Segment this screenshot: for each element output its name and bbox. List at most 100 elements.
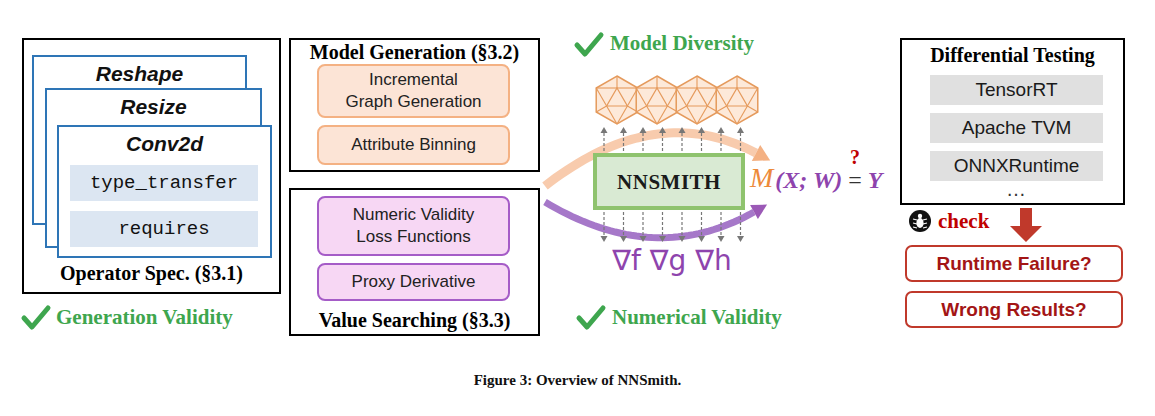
bug-type-box: Runtime Failure?: [905, 245, 1123, 282]
model-icon-face: [607, 88, 628, 106]
dashed-arrow: [623, 132, 624, 151]
model-icon-edge: [596, 106, 606, 112]
box-label: Proxy Derivative: [352, 271, 476, 293]
box-label: Resize: [120, 95, 187, 119]
model-icon-edge: [676, 88, 686, 106]
model-icon-edge: [687, 106, 697, 124]
technique-box: Proxy Derivative: [317, 263, 510, 301]
model-icon-edge: [596, 88, 606, 106]
stage-panel: Model Generation (§3.2) Incremental Graph…: [289, 38, 540, 172]
panel-title: Differential Testing: [930, 44, 1095, 66]
backend-box: TensorRT: [930, 75, 1103, 105]
box-label: TensorRT: [975, 79, 1057, 101]
check-label: check: [938, 209, 989, 234]
arrow-head: [750, 205, 767, 219]
dashed-arrow: [642, 212, 643, 236]
stage-panel: Value Searching (§3.3)Numeric Validity L…: [289, 188, 540, 336]
model-icon-edge: [696, 76, 697, 88]
model-icon-outline: [716, 76, 758, 124]
arrow-head: [698, 236, 705, 242]
box-label: ONNXRuntime: [954, 155, 1080, 177]
property-label: Generation Validity: [56, 305, 233, 330]
model-icon: [676, 76, 718, 124]
model-icon-edge: [636, 87, 657, 88]
panel-title: Operator Spec. (§3.1): [60, 262, 243, 284]
dashed-arrow: [701, 212, 702, 236]
dashed-arrow: [603, 132, 604, 151]
model-icon-edge: [716, 106, 726, 112]
technique-box: Attribute Binning: [317, 125, 510, 165]
model-icon: [596, 76, 638, 124]
model-icon-edge: [737, 106, 747, 124]
dashed-arrow: [662, 132, 663, 151]
model-icon-edge: [617, 106, 627, 124]
property-label: Model Diversity: [610, 31, 754, 56]
dashed-arrow: [642, 132, 643, 151]
bug-type-box: Wrong Results?: [905, 291, 1123, 328]
arrow-head: [679, 127, 686, 133]
spec-field: requires: [70, 211, 258, 247]
model-icon-edge: [647, 106, 657, 124]
backend-box: Apache TVM: [930, 113, 1103, 143]
formula-symbol: =: [848, 168, 862, 192]
model-icon-edge: [617, 87, 638, 88]
arrow-head: [718, 127, 725, 133]
box-label: Wrong Results?: [941, 299, 1086, 321]
dashed-arrow: [740, 132, 741, 151]
arrow-head: [640, 127, 647, 133]
box-label: Attribute Binning: [351, 134, 476, 156]
technique-box: Numeric Validity Loss Functions: [317, 196, 510, 256]
bug-icon-leg: [913, 223, 917, 224]
bug-icon-leg: [923, 219, 927, 220]
model-icon-edge: [716, 87, 737, 88]
panel-title: Conv2d: [126, 132, 203, 156]
box-label: requires: [118, 218, 209, 240]
figure-caption: Figure 3: Overview of NNSmith.: [0, 372, 1155, 389]
arrow-head: [620, 127, 627, 133]
formula-symbol: M: [750, 164, 773, 192]
model-icon-edge: [636, 106, 646, 112]
ellipsis-label: …: [1006, 178, 1026, 201]
operator-card: Conv2d type_transfer requires: [57, 125, 272, 258]
dashed-arrow: [603, 212, 604, 236]
technique-box: Incremental Graph Generation: [317, 64, 510, 118]
dashed-arrow: [701, 132, 702, 151]
dashed-arrow: [740, 212, 741, 236]
backend-box: ONNXRuntime: [930, 151, 1103, 181]
model-icon-edge: [656, 76, 657, 88]
check-mark: [579, 308, 603, 327]
check-mark: [577, 35, 601, 54]
arrow-head: [737, 127, 744, 133]
bug-icon-leg: [913, 219, 917, 220]
arrow-head: [718, 236, 725, 242]
spec-panel: Operator Spec. (§3.1)ReshapeResizeConv2d…: [22, 38, 281, 294]
core-engine-box: NNSMITH: [593, 153, 745, 210]
model-icon-edge: [607, 106, 617, 124]
property-label: Numerical Validity: [612, 305, 782, 330]
panel-title: Model Generation (§3.2): [310, 41, 519, 63]
model-icon: [636, 76, 678, 124]
box-label: Runtime Failure?: [936, 253, 1091, 275]
model-icon-outline: [636, 76, 678, 124]
model-icon-edge: [636, 88, 646, 106]
bug-icon-ground: [909, 210, 931, 232]
arrow-head: [620, 236, 627, 242]
model-icon-edge: [676, 106, 686, 112]
model-icon-edge: [697, 106, 707, 124]
model-icon-outline: [676, 76, 718, 124]
bug-icon-body: [916, 218, 923, 228]
box-label: Incremental Graph Generation: [344, 69, 483, 113]
box-label: type_transfer: [90, 172, 238, 194]
model-icon-face: [687, 88, 708, 106]
formula-symbol: Y: [868, 168, 883, 192]
model-icon-edge: [716, 88, 726, 106]
bug-icon-head: [918, 214, 922, 218]
model-icon-edge: [676, 87, 697, 88]
box-label: Numeric Validity Loss Functions: [344, 204, 483, 248]
box-label: NNSMITH: [617, 170, 721, 194]
model-icon-edge: [736, 76, 737, 88]
dashed-arrow: [623, 212, 624, 236]
arrow-head: [640, 236, 647, 242]
model-icon-edge: [616, 76, 617, 88]
